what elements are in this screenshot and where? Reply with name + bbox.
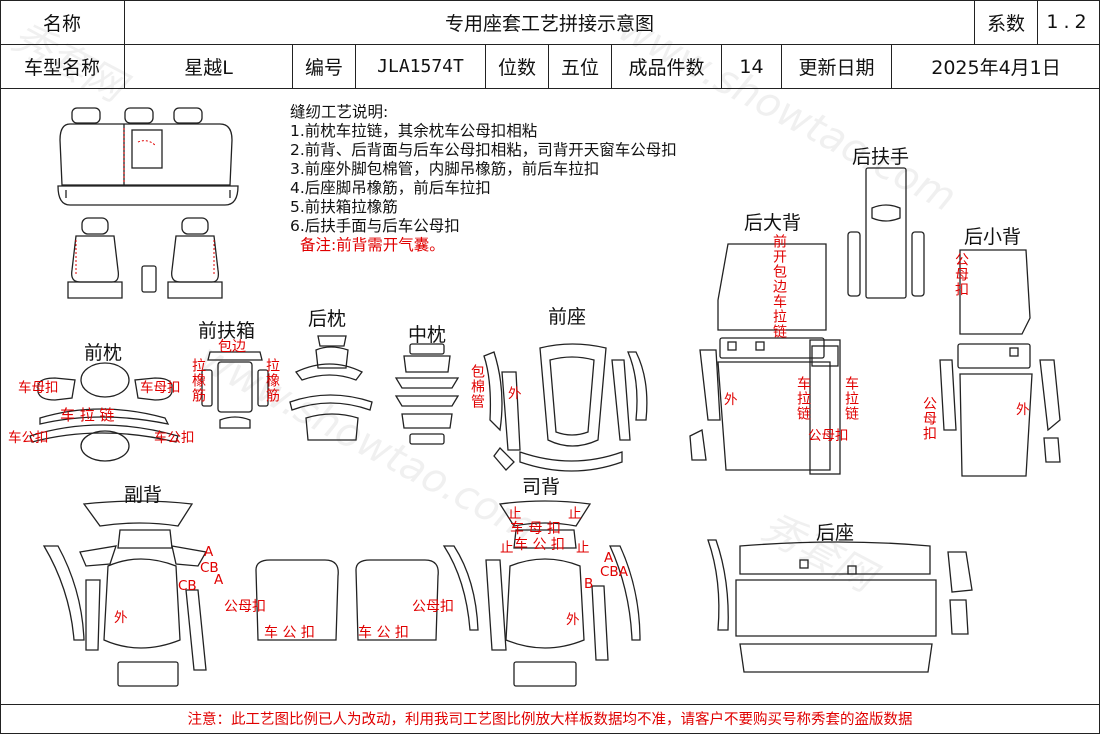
rear-headrest-pattern	[289, 335, 373, 441]
annot-rear-small-back-snap-top: 公母扣	[953, 252, 969, 297]
footer-warning: 注意：此工艺图比例已人为改动，利用我司工艺图比例放大样板数据均不准，请客户不要购…	[187, 712, 913, 728]
divider	[0, 704, 1100, 705]
note-line-3: 3.前座外脚包棉管，内脚吊橡筋，前后车拉扣	[290, 160, 600, 178]
annot-driver-stop-left2: 止	[500, 540, 514, 556]
date-value: 2025年4月1日	[931, 57, 1061, 79]
annot-driver-outer: 外	[566, 612, 580, 628]
annot-armbox-binding: 包边	[218, 339, 246, 355]
notes-title: 缝纫工艺说明:	[290, 103, 389, 121]
annot-passenger-b: CB	[200, 560, 219, 576]
note-remark: 备注:前背需开气囊。	[300, 236, 445, 254]
annot-driver-stop-left: 止	[508, 506, 522, 522]
annot-passenger-a: A	[204, 544, 214, 560]
annot-panel-gong-left: 车 公 扣	[264, 625, 315, 641]
note-line-1: 1.前枕车拉链，其余枕车公母扣相粘	[290, 122, 538, 140]
page-title: 专用座套工艺拼接示意图	[125, 0, 975, 44]
annot-driver-mu: 车 母 扣	[510, 521, 561, 537]
annot-driver-b: B	[584, 576, 594, 592]
note-line-4: 4.后座脚吊橡筋，前后车拉扣	[290, 179, 491, 197]
rear-small-back-pattern	[939, 249, 1061, 477]
annot-front-headrest-mu-right: 车母扣	[140, 380, 181, 396]
seats-label: 位数	[486, 45, 549, 88]
divider	[0, 44, 1100, 45]
stitch-marks	[75, 128, 215, 275]
annot-front-seat-foam: 包棉管	[469, 364, 485, 409]
driver-back-pattern	[485, 500, 641, 687]
overview-front-seats	[67, 217, 223, 299]
note-line-6: 6.后扶手面与后车公母扣	[290, 217, 460, 235]
label-passenger-back: 副背	[124, 484, 163, 506]
annot-rear-big-back-zipper: 前开包边车拉链	[771, 234, 787, 339]
label-rear-seat: 后座	[816, 522, 855, 544]
coef-label: 系数	[975, 0, 1038, 44]
pieces-value: 14	[722, 45, 782, 88]
annot-panel-gong-right: 车 公 扣	[358, 625, 409, 641]
note-line-5: 5.前扶箱拉橡筋	[290, 198, 398, 216]
sewing-notes: 缝纫工艺说明: 1.前枕车拉链，其余枕车公母扣相粘 2.前背、后背面与后车公母扣…	[290, 103, 677, 255]
front-seat-pattern	[483, 343, 648, 472]
coef-value: 1.2	[1046, 11, 1092, 33]
annot-passenger-cb: CB	[178, 578, 197, 594]
annot-driver-stop-right2: 止	[576, 540, 590, 556]
annot-armbox-elastic-left: 拉橡筋	[190, 358, 206, 403]
label-rear-big-back: 后大背	[744, 212, 802, 234]
annot-front-headrest-gong-right: 车公扣	[154, 430, 195, 446]
annot-driver-stop-right: 止	[568, 506, 582, 522]
label-driver-back: 司背	[522, 476, 561, 498]
front-headrest-pattern	[29, 362, 179, 462]
label-mid-headrest: 中枕	[408, 324, 447, 346]
back-panel-pattern	[255, 545, 479, 641]
annot-front-headrest-gong-left: 车公扣	[8, 430, 49, 446]
divider	[0, 88, 1100, 89]
model-label: 车型名称	[0, 45, 125, 88]
date-label: 更新日期	[782, 45, 892, 88]
annot-front-headrest-mu-left: 车母扣	[18, 380, 59, 396]
label-front-seat: 前座	[548, 306, 587, 328]
passenger-back-pattern	[42, 500, 208, 687]
label-front-armbox: 前扶箱	[198, 320, 256, 342]
front-armbox-pattern	[201, 351, 269, 429]
seats-value: 五位	[549, 45, 612, 88]
pieces-label: 成品件数	[612, 45, 722, 88]
label-front-headrest: 前枕	[84, 342, 123, 364]
name-label: 名称	[0, 0, 125, 44]
annot-armbox-elastic-right: 拉橡筋	[264, 358, 280, 403]
label-rear-small-back: 后小背	[964, 226, 1022, 248]
annot-driver-gong: 车 公 扣	[514, 537, 565, 553]
annot-driver-a: A	[604, 550, 614, 566]
label-rear-headrest: 后枕	[308, 308, 347, 330]
annot-panel-snap-left: 公母扣	[224, 599, 266, 615]
annot-rear-small-back-outer: 外	[1016, 402, 1030, 418]
annot-rear-big-back-outer: 外	[724, 392, 738, 408]
annot-front-headrest-zipper: 车 拉 链	[60, 406, 115, 424]
rear-armrest-pattern	[847, 167, 925, 299]
annot-rear-small-back-snap: 公母扣	[921, 396, 937, 441]
label-rear-armrest: 后扶手	[852, 146, 910, 168]
rear-big-back-pattern	[689, 243, 841, 475]
code-label: 编号	[293, 45, 356, 88]
annot-rear-big-back-zip-left: 车拉链	[795, 376, 811, 421]
rear-seat-pattern	[707, 539, 973, 673]
mid-headrest-pattern	[394, 343, 460, 445]
annot-rear-big-back-zip-right: 车拉链	[843, 376, 859, 421]
annot-rear-big-back-snap: 公母扣	[808, 428, 849, 444]
annot-driver-cba: CBA	[600, 564, 628, 580]
annot-panel-snap-right: 公母扣	[412, 599, 454, 615]
annot-passenger-a2: A	[214, 572, 224, 588]
annot-front-seat-outer: 外	[508, 386, 522, 402]
annot-passenger-outer: 外	[114, 610, 128, 626]
code-value: JLA1574T	[356, 45, 486, 88]
overview-rear-seat	[57, 107, 239, 206]
note-line-2: 2.前背、后背面与后车公母扣相粘，司背开天窗车公母扣	[290, 141, 677, 159]
model-value: 星越L	[125, 45, 293, 88]
